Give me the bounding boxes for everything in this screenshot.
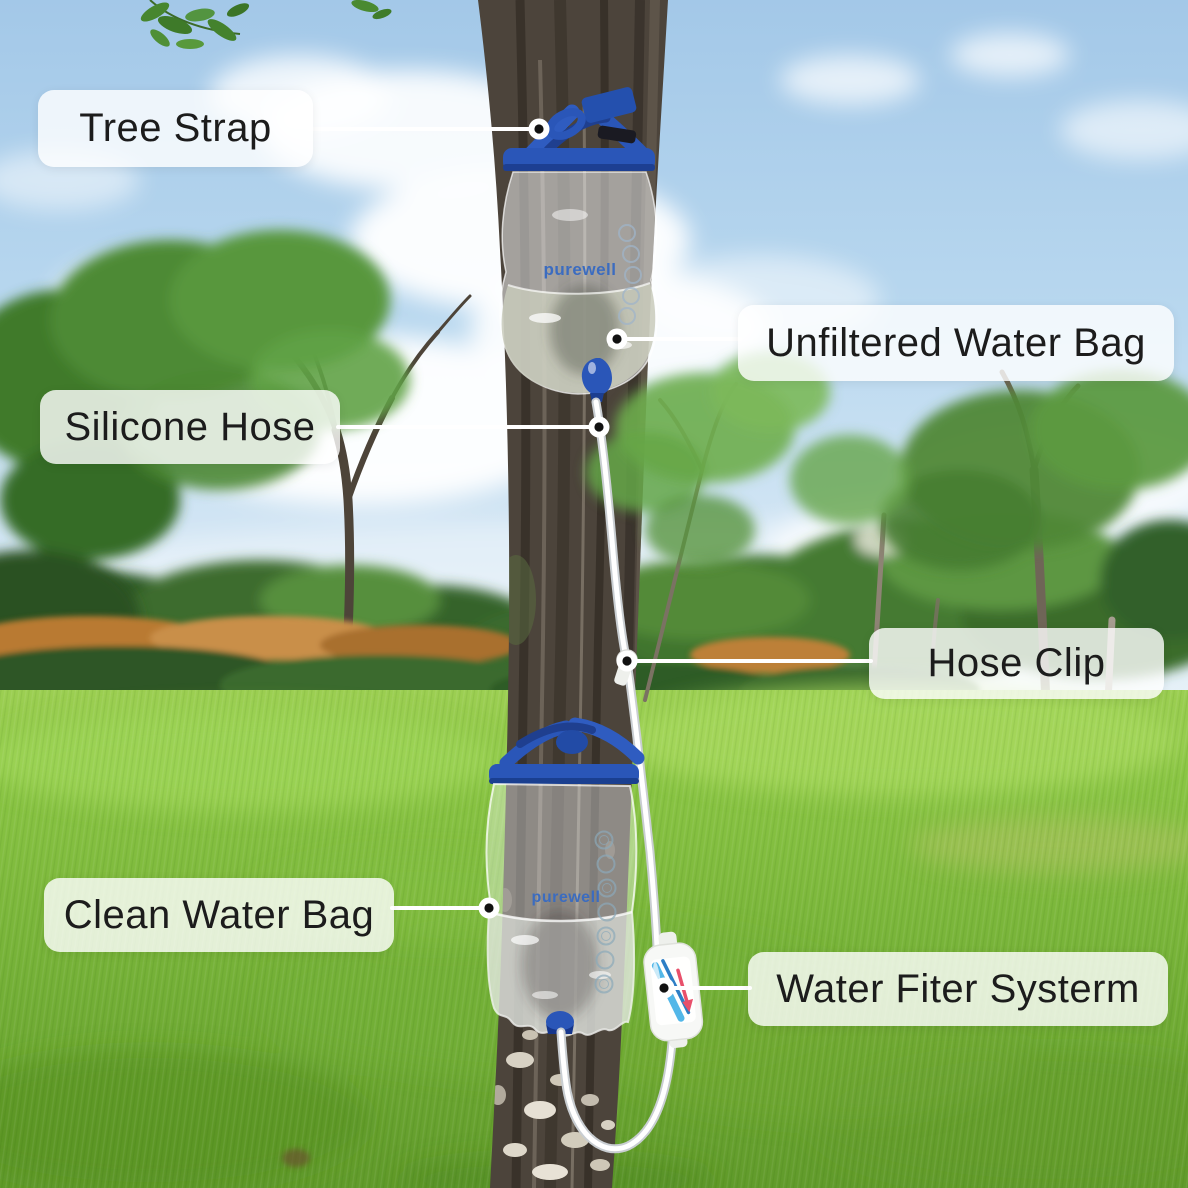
leader-dots — [478, 118, 675, 999]
overhanging-leaves — [140, 0, 392, 49]
leader-dot-clean-water-bag — [478, 897, 500, 919]
callout-hose-clip: Hose Clip — [869, 628, 1164, 699]
clean-bag-spout — [546, 1011, 574, 1034]
leader-lines — [308, 127, 873, 990]
callout-clean-water-bag: Clean Water Bag — [44, 878, 394, 952]
right-trees-foliage — [790, 370, 1188, 570]
leader-dot-unfiltered-water-bag — [606, 328, 628, 350]
tree-strap-bottom — [489, 717, 645, 784]
callout-water-filter-system-label: Water Fiter Systerm — [776, 966, 1140, 1011]
certification-circles-top-bag — [618, 224, 642, 325]
callout-unfiltered-water-bag: Unfiltered Water Bag — [738, 305, 1174, 381]
clean-water-bag: purewell — [485, 782, 638, 1037]
callout-water-filter-system: Water Fiter Systerm — [748, 952, 1168, 1026]
tree-strap-top — [503, 87, 655, 171]
unfiltered-water-bag: purewell — [499, 171, 658, 402]
callout-silicone-hose-label: Silicone Hose — [64, 404, 316, 449]
right-trees — [790, 369, 1188, 753]
leader-dot-hose-clip — [616, 650, 638, 672]
callout-tree-strap: Tree Strap — [38, 90, 313, 167]
leader-dot-water-filter-system — [653, 977, 675, 999]
leader-dot-tree-strap — [528, 118, 550, 140]
callout-silicone-hose: Silicone Hose — [40, 390, 340, 464]
clean-bag-logo: purewell — [532, 889, 601, 906]
leader-dot-silicone-hose — [588, 416, 610, 438]
certification-circles-clean-bag — [594, 830, 617, 994]
top-bag-logo: purewell — [544, 260, 617, 279]
callout-hose-clip-label: Hose Clip — [927, 641, 1106, 685]
output-hose — [556, 1027, 677, 1154]
lichen-patches — [490, 1030, 615, 1180]
callout-unfiltered-water-bag-label: Unfiltered Water Bag — [766, 320, 1146, 365]
callout-tree-strap-label: Tree Strap — [79, 106, 272, 150]
callout-clean-water-bag-label: Clean Water Bag — [63, 892, 375, 937]
top-bag-spout — [581, 358, 612, 402]
